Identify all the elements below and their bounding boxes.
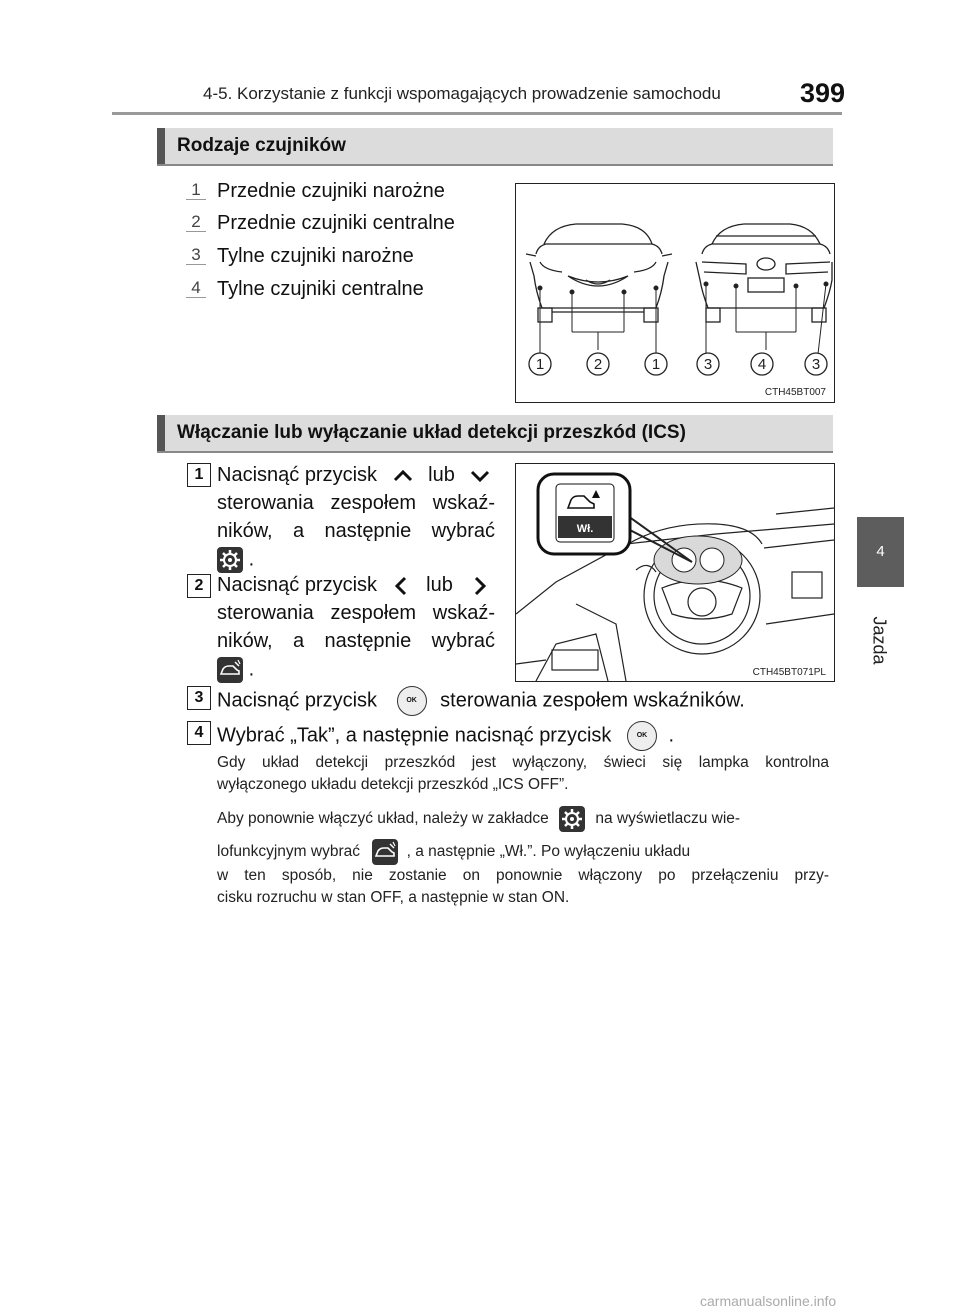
chevron-right-icon bbox=[475, 576, 487, 595]
sensor-item-4: Tylne czujniki centralne bbox=[217, 278, 424, 300]
chevron-down-icon bbox=[471, 470, 490, 482]
heading-bar bbox=[157, 128, 165, 164]
chapter-label: Jazda bbox=[866, 602, 892, 682]
step-2: Nacisnąć przycisk lub sterowania zespołe… bbox=[217, 574, 495, 683]
step-number-3: 3 bbox=[187, 686, 211, 710]
note-line: Gdy układ detekcji przeszkód jest wyłącz… bbox=[217, 754, 829, 771]
section-heading-sensor-types: Rodzaje czujników bbox=[157, 128, 833, 166]
step-text: lub bbox=[426, 574, 453, 596]
step-number-2: 2 bbox=[187, 574, 211, 598]
callout-label: 1 bbox=[536, 356, 544, 373]
ok-button-icon: OK bbox=[626, 721, 657, 751]
callout-num-2: 2 bbox=[186, 212, 206, 232]
note-text: Aby ponownie włączyć układ, należy w zak… bbox=[217, 810, 549, 828]
step-text: sterowania zespołem wskaź- bbox=[217, 492, 495, 514]
step-text: lub bbox=[428, 464, 455, 486]
gear-icon bbox=[559, 806, 586, 832]
dashboard-diagram: Wł. bbox=[516, 472, 834, 681]
note-line: cisku rozruchu w stan OFF, a następnie w… bbox=[217, 889, 570, 906]
callout-label: 2 bbox=[594, 356, 602, 373]
step-text: Wybrać „Tak”, a następnie nacisnąć przyc… bbox=[217, 724, 612, 747]
chapter-label-text: Jazda bbox=[869, 616, 890, 665]
page-number: 399 bbox=[800, 78, 846, 108]
running-header-title: 4-5. Korzystanie z funkcji wspomagającyc… bbox=[203, 84, 721, 103]
step-text: sterowania zespołem wskaźników. bbox=[440, 689, 745, 712]
note-text: lofunkcyjnym wybrać bbox=[217, 843, 360, 861]
callout-label: 3 bbox=[704, 356, 712, 373]
step-text: . bbox=[248, 658, 255, 681]
heading-bar bbox=[157, 415, 165, 451]
step-number-1: 1 bbox=[187, 463, 211, 487]
callout-num-4: 4 bbox=[186, 278, 206, 298]
step-3: Nacisnąć przycisk OK sterowania zespołem… bbox=[217, 686, 745, 716]
callout-num-3: 3 bbox=[186, 245, 206, 265]
step-text: . bbox=[248, 548, 255, 571]
callout-label: 4 bbox=[758, 356, 766, 373]
chapter-tab: 4 bbox=[857, 517, 904, 587]
step-text: Nacisnąć przycisk bbox=[217, 464, 378, 486]
figure-caption: CTH45BT071PL bbox=[750, 667, 828, 678]
section-heading-ics-toggle: Włączanie lub wyłączanie układ detekcji … bbox=[157, 415, 833, 453]
callout-circles bbox=[528, 352, 828, 376]
chevron-left-icon bbox=[394, 576, 406, 595]
note-line: Aby ponownie włączyć układ, należy w zak… bbox=[217, 806, 740, 832]
step-number-4: 4 bbox=[187, 721, 211, 745]
ok-button-icon: OK bbox=[396, 686, 427, 716]
step-text: ników, a następnie wybrać bbox=[217, 630, 495, 652]
header-rule bbox=[112, 112, 842, 115]
step-text: Nacisnąć przycisk bbox=[217, 574, 378, 596]
sensor-item-3: Tylne czujniki narożne bbox=[217, 245, 414, 267]
sensor-markers bbox=[537, 281, 829, 355]
sensor-figure: 1 2 1 3 4 3 CTH45BT007 bbox=[515, 183, 835, 403]
front-car-outline bbox=[525, 223, 673, 323]
callout-label: 1 bbox=[652, 356, 660, 373]
note-line: w ten sposób, nie zostanie on ponownie w… bbox=[217, 867, 829, 884]
step-text: ników, a następnie wybrać bbox=[217, 520, 495, 542]
dashboard-figure: Wł. CTH45BT071PL bbox=[515, 463, 835, 682]
callout-label: 3 bbox=[812, 356, 820, 373]
note-text: na wyświetlaczu wie- bbox=[595, 810, 741, 828]
step-text: Nacisnąć przycisk bbox=[217, 689, 378, 712]
note-line: lofunkcyjnym wybrać , a następnie „Wł.”.… bbox=[217, 839, 690, 865]
step-text: sterowania zespołem wskaź- bbox=[217, 602, 495, 624]
step-text: . bbox=[668, 724, 675, 747]
step-4: Wybrać „Tak”, a następnie nacisnąć przyc… bbox=[217, 721, 674, 751]
car-sensor-icon bbox=[217, 657, 243, 683]
section-heading-text: Włączanie lub wyłączanie układ detekcji … bbox=[177, 422, 686, 443]
rear-car-outline bbox=[695, 223, 833, 323]
chevron-up-icon bbox=[393, 469, 412, 481]
watermark: carmanualsonline.info bbox=[700, 1293, 837, 1309]
display-on-label: Wł. bbox=[577, 523, 594, 535]
car-sensor-icon bbox=[372, 839, 399, 865]
sensor-item-2: Przednie czujniki centralne bbox=[217, 212, 455, 234]
note-line: wyłączonego układu detekcji przeszkód „I… bbox=[217, 776, 569, 793]
sensor-item-1: Przednie czujniki narożne bbox=[217, 180, 445, 202]
note-text: , a następnie „Wł.”. Po wyłączeniu układ… bbox=[406, 843, 691, 861]
section-heading-text: Rodzaje czujników bbox=[177, 135, 346, 156]
callout-num-1: 1 bbox=[186, 180, 206, 200]
gear-icon bbox=[217, 547, 243, 573]
step-1: Nacisnąć przycisk lub sterowania zespołe… bbox=[217, 464, 495, 573]
figure-caption: CTH45BT007 bbox=[764, 387, 826, 398]
sensor-diagram: 1 2 1 3 4 3 bbox=[525, 223, 833, 376]
